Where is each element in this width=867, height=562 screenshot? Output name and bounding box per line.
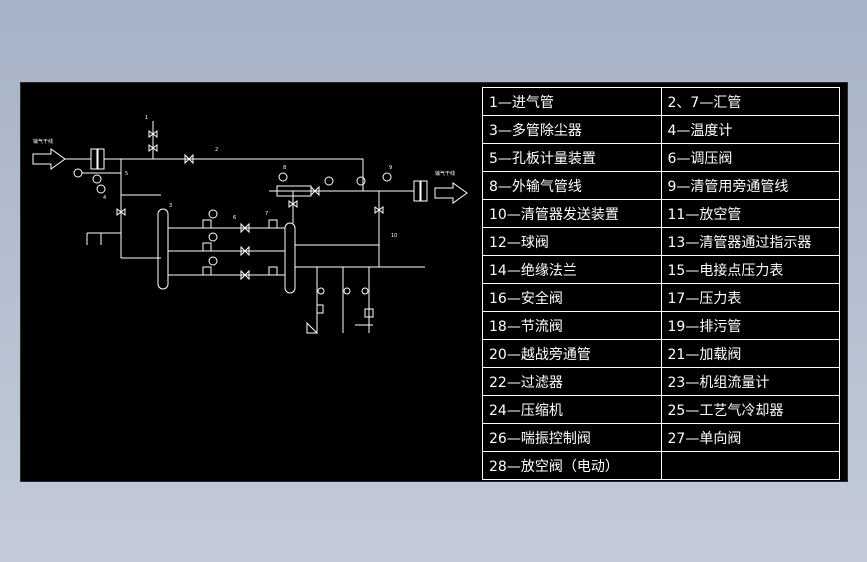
- legend-cell: 15—电接点压力表: [660, 255, 840, 284]
- callout-number: 3: [169, 203, 172, 209]
- legend-cell: 2、7—汇管: [660, 87, 840, 116]
- callout-number: 6: [233, 215, 236, 221]
- legend-cell: 8—外输气管线: [482, 171, 662, 200]
- callout-number: 9: [389, 165, 392, 171]
- legend-cell: 19—排污管: [660, 311, 840, 340]
- legend-cell: 23—机组流量计: [660, 367, 840, 396]
- legend-cell: 24—压缩机: [482, 395, 662, 424]
- legend-cell: 3—多管除尘器: [482, 115, 662, 144]
- legend-cell: 1—进气管: [482, 87, 662, 116]
- inlet-label: 输气干线: [33, 138, 53, 145]
- callout-number: 1: [145, 115, 148, 121]
- inlet-flange: [90, 148, 98, 170]
- legend-cell: 28—放空阀（电动）: [482, 451, 662, 480]
- process-flow-diagram: 输气干线 输气干线 1 2 3 4 5 6 7 8 9 10: [32, 115, 468, 334]
- legend-cell: 10—清管器发送装置: [482, 199, 662, 228]
- legend-cell: 12—球阀: [482, 227, 662, 256]
- header-valve: [184, 153, 194, 165]
- legend-cell: 17—压力表: [660, 283, 840, 312]
- legend-cell: 18—节流阀: [482, 311, 662, 340]
- legend-cell: 9—清管用旁通管线: [660, 171, 840, 200]
- legend-cell: 22—过滤器: [482, 367, 662, 396]
- callout-number: 5: [125, 171, 128, 177]
- legend-cell: 11—放空管: [660, 199, 840, 228]
- callout-number: 7: [265, 211, 268, 217]
- callout-number: 10: [391, 233, 397, 239]
- outlet-flange: [413, 180, 421, 202]
- legend-cell: 21—加载阀: [660, 339, 840, 368]
- legend-row: 28—放空阀（电动）: [482, 451, 840, 480]
- outlet-label: 输气干线: [435, 170, 455, 177]
- outlet-arrow: [434, 182, 468, 204]
- legend-cell: 20—越战旁通管: [482, 339, 662, 368]
- callout-number: 2: [215, 147, 218, 153]
- legend-cell: 14—绝缘法兰: [482, 255, 662, 284]
- legend-cell: 4—温度计: [660, 115, 840, 144]
- legend-cell: 13—清管器通过指示器: [660, 227, 840, 256]
- legend-cell: 27—单向阀: [660, 423, 840, 452]
- callout-number: 8: [283, 165, 286, 171]
- legend-cell: [660, 451, 840, 480]
- dust-separator: [157, 208, 169, 290]
- inlet-arrow: [32, 148, 66, 170]
- legend-cell: 6—调压阀: [660, 143, 840, 172]
- legend-cell: 5—孔板计量装置: [482, 143, 662, 172]
- callout-number: 4: [103, 195, 106, 201]
- legend-cell: 16—安全阀: [482, 283, 662, 312]
- legend-cell: 25—工艺气冷却器: [660, 395, 840, 424]
- legend-cell: 26—喘振控制阀: [482, 423, 662, 452]
- inlet-gauge: [73, 168, 83, 178]
